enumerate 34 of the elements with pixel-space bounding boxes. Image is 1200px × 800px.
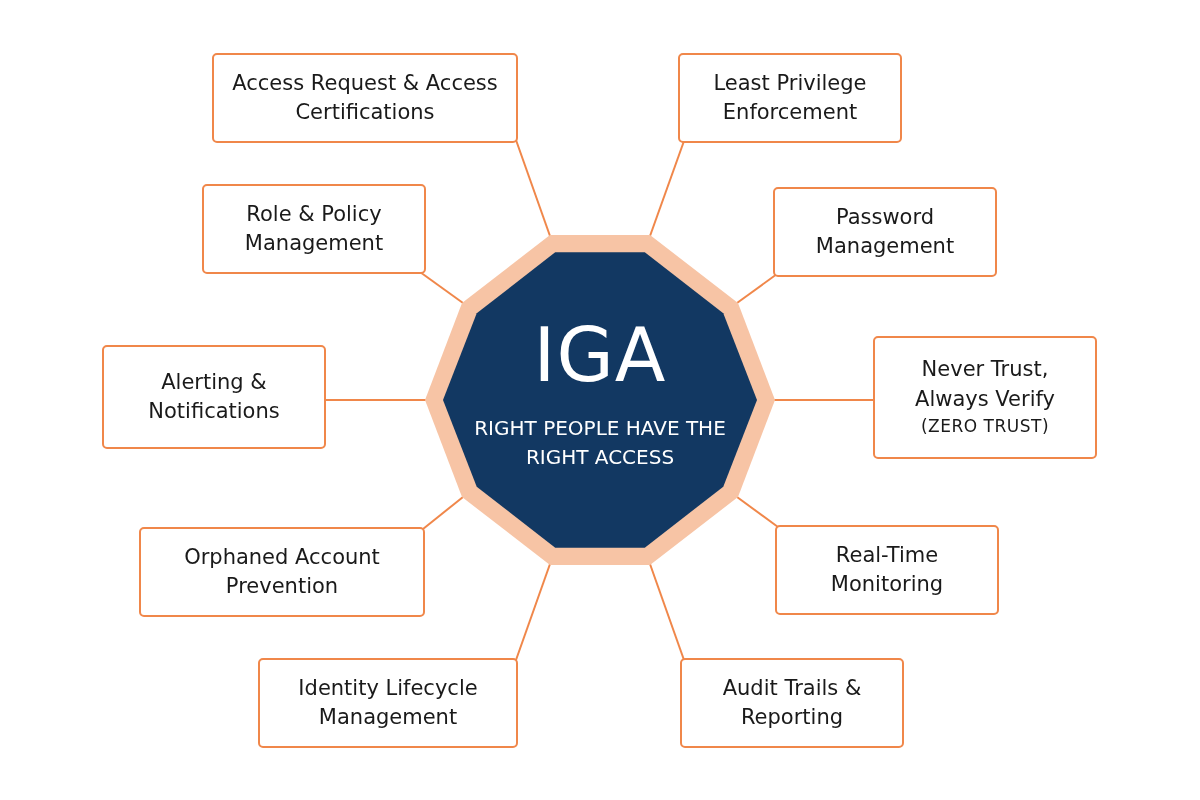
feature-box (139, 527, 425, 617)
center-subtitle: RIGHT PEOPLE HAVE THE RIGHT ACCESS (473, 415, 727, 471)
connector-line (419, 271, 464, 304)
feature-box (212, 53, 518, 143)
feature-box (678, 53, 902, 143)
connector-line (736, 273, 778, 304)
feature-label: Identity Lifecycle Management (297, 674, 479, 731)
feature-label: Role & Policy Management (243, 200, 385, 257)
feature-note: (ZERO TRUST) (920, 415, 1050, 439)
feature-label: Audit Trails & Reporting (721, 674, 863, 731)
feature-label: Access Request & Access Certifications (231, 69, 499, 126)
connector-line (325, 399, 428, 401)
feature-label: Orphaned Account Prevention (183, 543, 381, 600)
connector-line (422, 496, 464, 530)
feature-box (102, 345, 326, 449)
feature-box (202, 184, 426, 274)
feature-label: Password Management (814, 203, 956, 260)
feature-box (773, 187, 997, 277)
connector-line (515, 563, 551, 661)
center-title: IGA (533, 318, 667, 392)
connector-line (649, 140, 685, 237)
feature-label: Least Privilege Enforcement (712, 69, 868, 126)
feature-label: Real-Time Monitoring (829, 541, 945, 598)
connector-line (772, 399, 874, 401)
feature-label: Alerting & Notifications (147, 368, 281, 425)
feature-box (680, 658, 904, 748)
connector-line (736, 496, 779, 528)
connector-line (649, 563, 685, 661)
feature-box (775, 525, 999, 615)
feature-box (873, 336, 1097, 459)
connector-line (515, 139, 551, 237)
feature-label: Never Trust, Always Verify (914, 356, 1056, 413)
center-decagon (425, 235, 775, 565)
feature-box (258, 658, 518, 748)
